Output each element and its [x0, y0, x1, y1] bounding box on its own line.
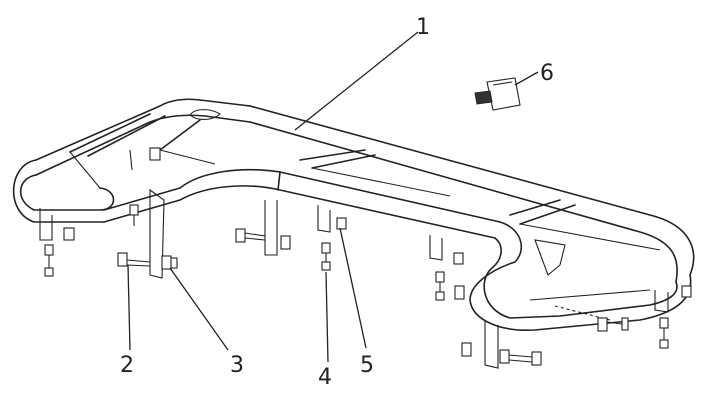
mounting-brackets	[39, 147, 692, 369]
callout-2: 2	[120, 353, 134, 378]
leader-lines	[127, 31, 539, 363]
tubular-frame	[12, 98, 695, 331]
callout-5: 5	[360, 353, 374, 378]
clamp-part	[474, 77, 521, 111]
callout-labels: 1 6 2 3 4 5	[120, 15, 554, 390]
callout-4: 4	[318, 365, 332, 390]
callout-1: 1	[416, 15, 430, 40]
callout-3: 3	[230, 353, 244, 378]
callout-6: 6	[540, 61, 554, 86]
